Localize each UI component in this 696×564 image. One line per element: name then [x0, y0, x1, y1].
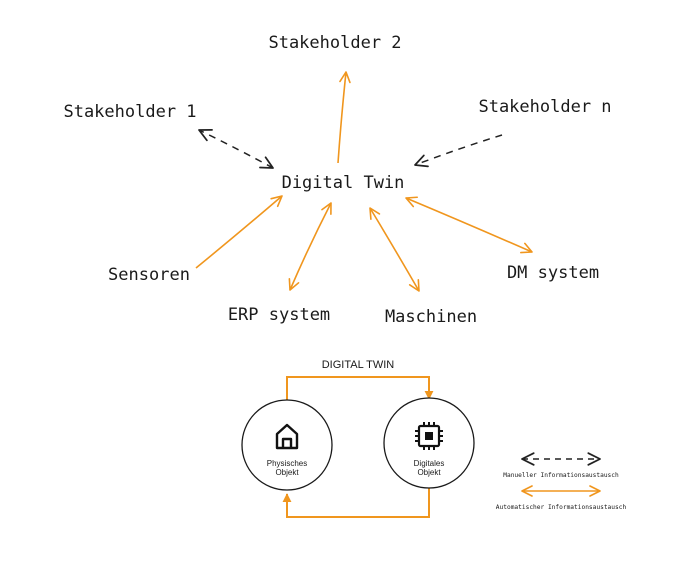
arrow-dm-system: [405, 196, 533, 254]
arrow-sensoren: [195, 195, 283, 269]
node-maschinen: Maschinen: [385, 307, 477, 327]
legend-manual-label: Manueller Informationsaustausch: [503, 472, 619, 479]
digital-object-node: Digitales Objekt: [383, 397, 475, 489]
arrow-maschinen: [369, 207, 420, 292]
physical-object-node: Physisches Objekt: [241, 399, 333, 491]
digital-object-label-2: Objekt: [417, 468, 441, 477]
legend: Manueller Informationsaustausch Automati…: [496, 452, 627, 511]
chip-icon: [415, 422, 443, 450]
node-stakeholder-1: Stakeholder 1: [63, 102, 196, 122]
node-erp-system: ERP system: [228, 305, 330, 325]
digital-twin-title: DIGITAL TWIN: [322, 359, 395, 371]
physical-object-label-2: Objekt: [275, 468, 299, 477]
arrow-to-stakeholder-2: [337, 71, 351, 164]
node-stakeholder-n: Stakeholder n: [478, 97, 611, 117]
arrow-erp-system: [288, 202, 332, 291]
arrow-stakeholder-1: [198, 128, 274, 169]
physical-object-label-1: Physisches: [267, 459, 307, 468]
arrow-stakeholder-n: [414, 134, 503, 168]
node-sensoren: Sensoren: [108, 265, 190, 285]
house-icon: [275, 423, 299, 450]
digital-object-label-1: Digitales: [414, 459, 445, 468]
legend-automatic-label: Automatischer Informationsaustausch: [496, 504, 627, 511]
hub-digital-twin: Digital Twin: [282, 173, 405, 193]
loop-arrow-bottom: [282, 488, 430, 518]
node-stakeholder-2: Stakeholder 2: [268, 33, 401, 53]
node-dm-system: DM system: [507, 263, 599, 283]
loop-arrow-top: [286, 376, 434, 401]
